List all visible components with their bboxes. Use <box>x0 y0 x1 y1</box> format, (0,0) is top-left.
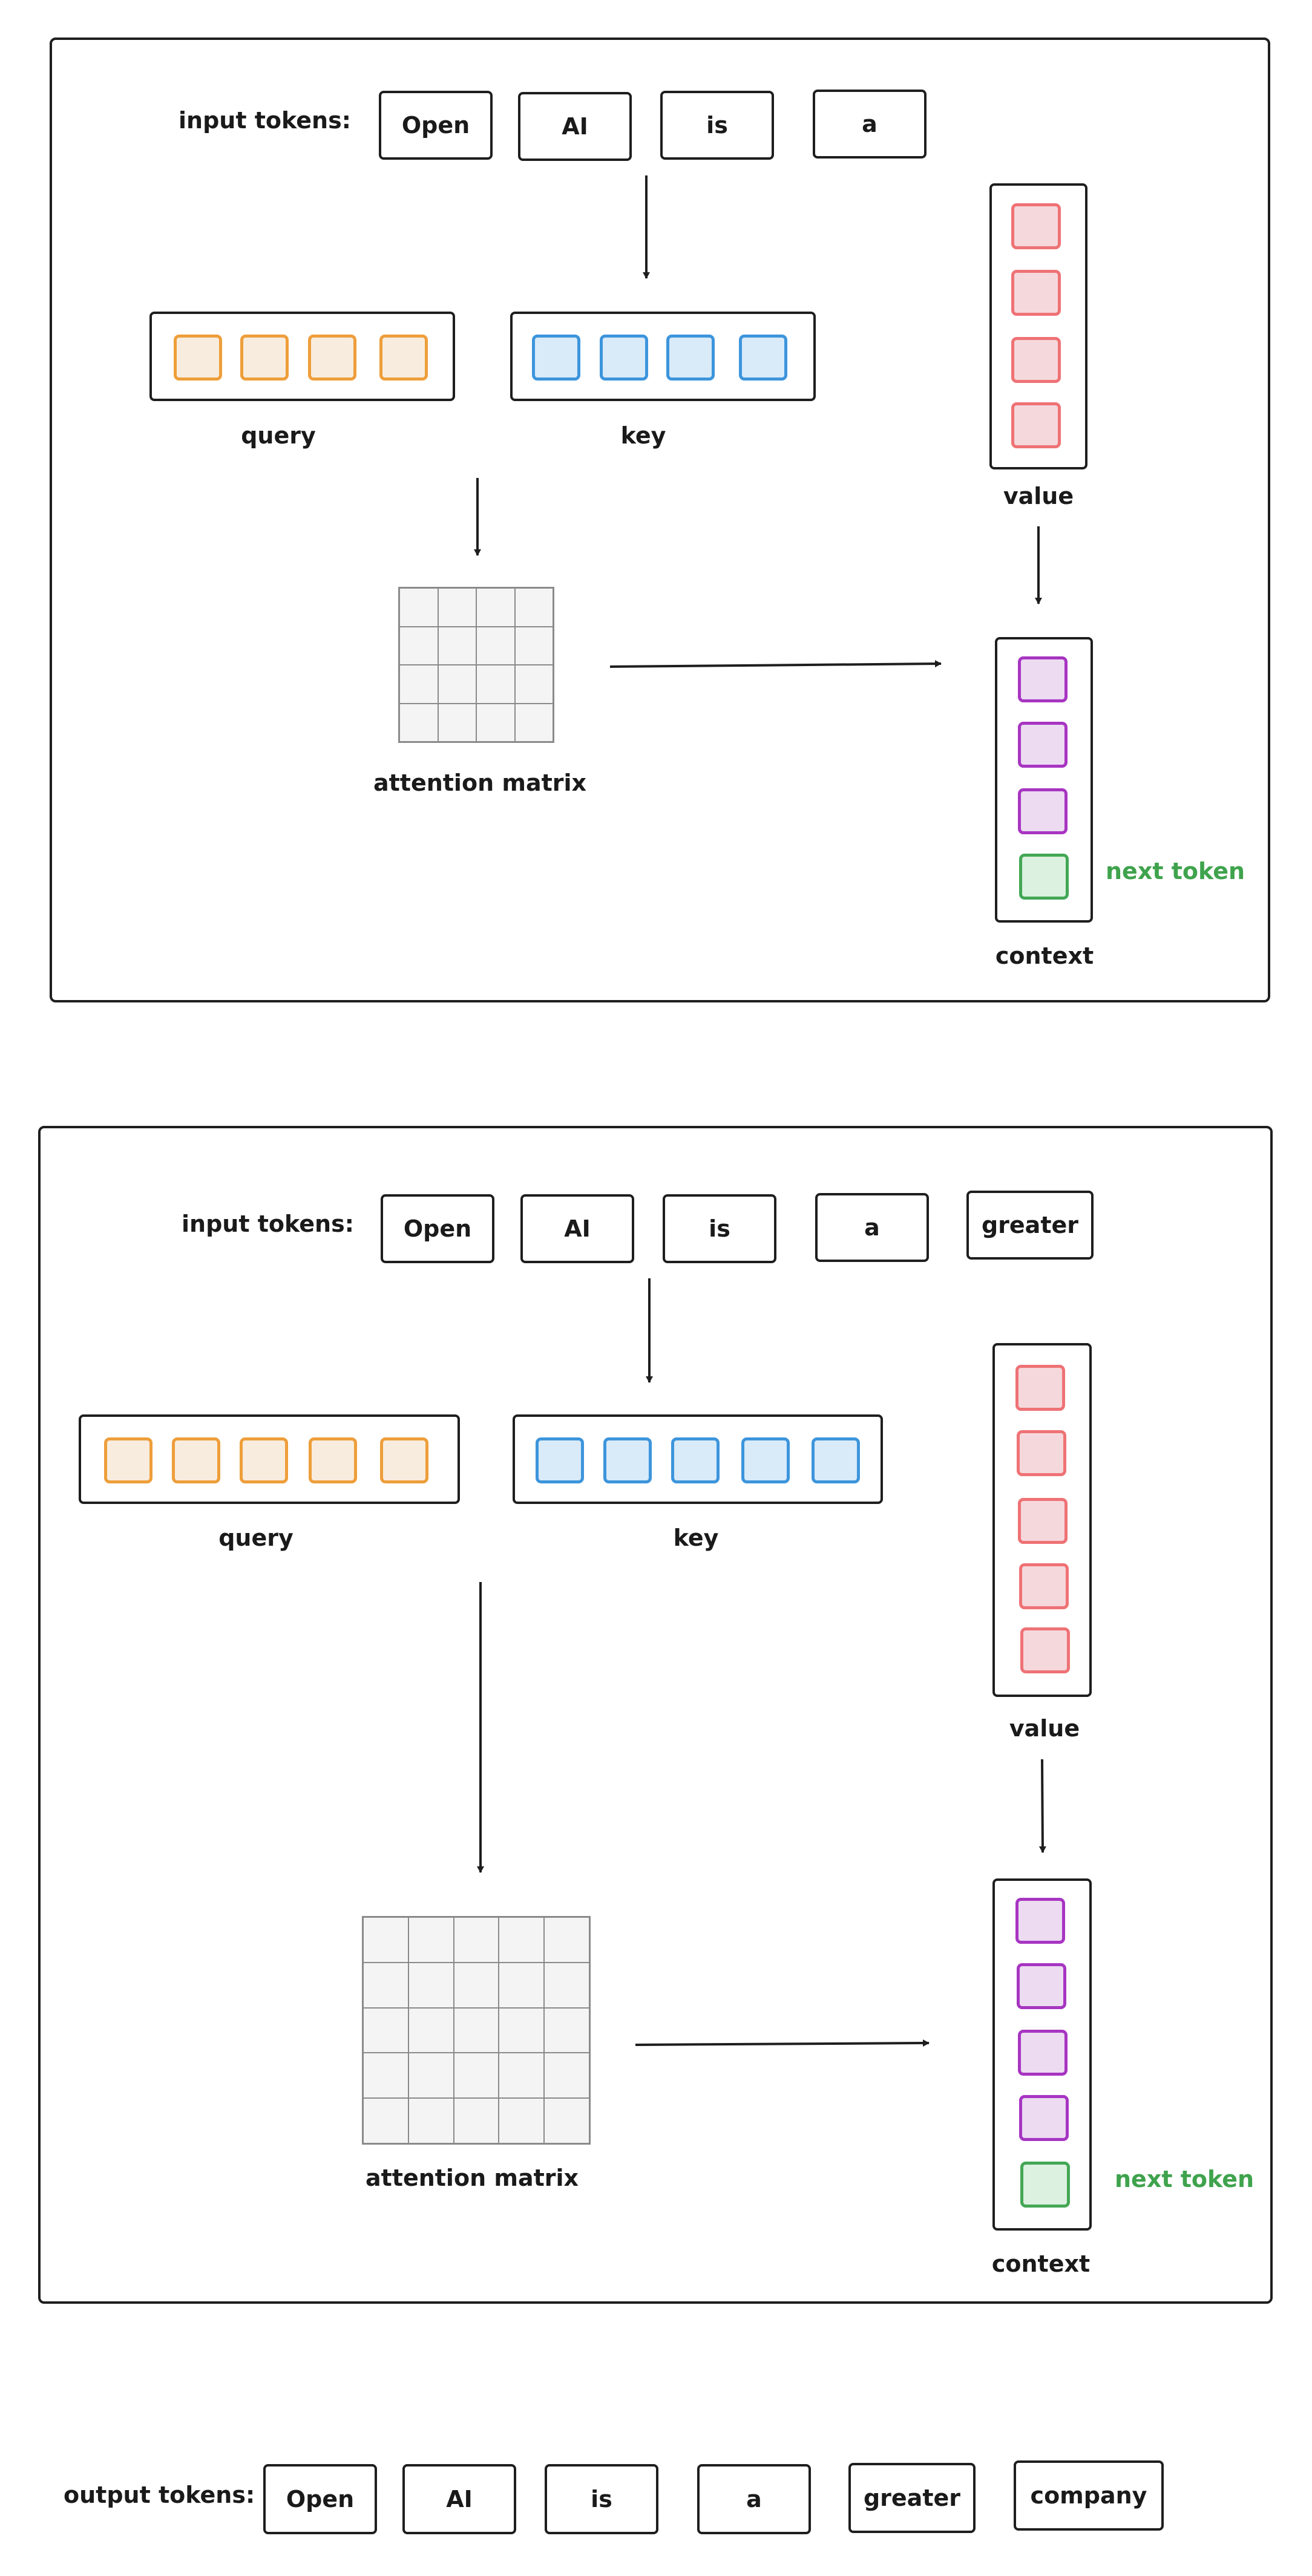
context-cell <box>1018 788 1068 834</box>
value-cell <box>1019 1563 1069 1609</box>
context-vector <box>995 637 1093 923</box>
output-tokens-label: output tokens: <box>64 2482 255 2508</box>
value-cell <box>1011 270 1061 316</box>
query-vector <box>79 1414 460 1504</box>
context-cell <box>1019 2095 1069 2141</box>
key-cell <box>603 1437 652 1483</box>
context-cell <box>1017 1963 1066 2009</box>
query-cell <box>240 1437 288 1483</box>
attention-matrix-label: attention matrix <box>365 2165 579 2191</box>
value-cell <box>1015 1365 1065 1411</box>
key-cell <box>532 335 580 381</box>
input-token: Open <box>381 1194 494 1263</box>
input-tokens-label: input tokens: <box>182 1211 354 1237</box>
input-token: a <box>813 90 927 159</box>
key-cell <box>536 1437 584 1483</box>
output-token: AI <box>402 2464 516 2534</box>
attention-matrix <box>398 587 554 743</box>
input-token: AI <box>520 1194 634 1263</box>
key-cell <box>666 335 715 381</box>
value-cell <box>1011 203 1061 249</box>
input-token: AI <box>518 92 632 161</box>
input-token: Open <box>379 91 493 160</box>
query-cell <box>380 1437 428 1483</box>
input-tokens-label: input tokens: <box>179 107 351 134</box>
query-label: query <box>241 422 316 449</box>
query-cell <box>240 335 289 381</box>
key-vector <box>513 1414 883 1504</box>
context-cell <box>1018 722 1068 768</box>
value-label: value <box>1009 1715 1080 1742</box>
next-token-label: next token <box>1106 858 1245 884</box>
value-vector <box>992 1343 1092 1697</box>
value-cell <box>1018 1498 1068 1544</box>
output-token: is <box>545 2464 658 2534</box>
input-token: greater <box>966 1191 1094 1260</box>
key-cell <box>739 335 787 381</box>
next-token-label: next token <box>1115 2166 1255 2192</box>
next-token-cell <box>1020 2162 1070 2208</box>
query-cell <box>174 335 222 381</box>
output-token: greater <box>848 2463 976 2533</box>
key-cell <box>671 1437 720 1483</box>
next-token-cell <box>1019 854 1069 900</box>
arrow-attention-to-context-2 <box>635 2039 930 2047</box>
arrow-attention-to-context-1 <box>609 660 942 668</box>
arrow-value-to-context-2 <box>1038 1759 1046 1853</box>
key-cell <box>812 1437 860 1483</box>
key-cell <box>741 1437 790 1483</box>
output-token: Open <box>263 2464 377 2534</box>
value-label: value <box>1003 483 1074 509</box>
query-vector <box>149 312 455 401</box>
context-vector <box>992 1878 1092 2231</box>
diagram-panel-2 <box>38 1126 1273 2304</box>
key-label: key <box>620 422 666 449</box>
context-label: context <box>991 2251 1091 2277</box>
context-cell <box>1018 2030 1068 2076</box>
input-token: a <box>815 1193 929 1262</box>
value-cell <box>1011 402 1061 448</box>
input-token: is <box>663 1194 776 1263</box>
key-label: key <box>673 1525 719 1551</box>
key-cell <box>600 335 648 381</box>
query-label: query <box>218 1525 294 1551</box>
context-cell <box>1015 1898 1065 1944</box>
key-vector <box>510 312 816 401</box>
query-cell <box>104 1437 153 1483</box>
output-token: company <box>1014 2460 1164 2531</box>
context-label: context <box>995 943 1094 969</box>
output-token: a <box>697 2464 811 2534</box>
query-cell <box>379 335 428 381</box>
value-cell <box>1011 337 1061 383</box>
input-token: is <box>660 91 774 160</box>
value-vector <box>989 183 1087 469</box>
attention-matrix-label: attention matrix <box>373 770 587 796</box>
diagram-panel-1 <box>50 38 1270 1002</box>
value-cell <box>1020 1627 1070 1673</box>
query-cell <box>309 1437 357 1483</box>
context-cell <box>1018 656 1068 702</box>
query-cell <box>172 1437 220 1483</box>
attention-matrix <box>362 1916 591 2145</box>
value-cell <box>1017 1430 1066 1476</box>
query-cell <box>308 335 356 381</box>
